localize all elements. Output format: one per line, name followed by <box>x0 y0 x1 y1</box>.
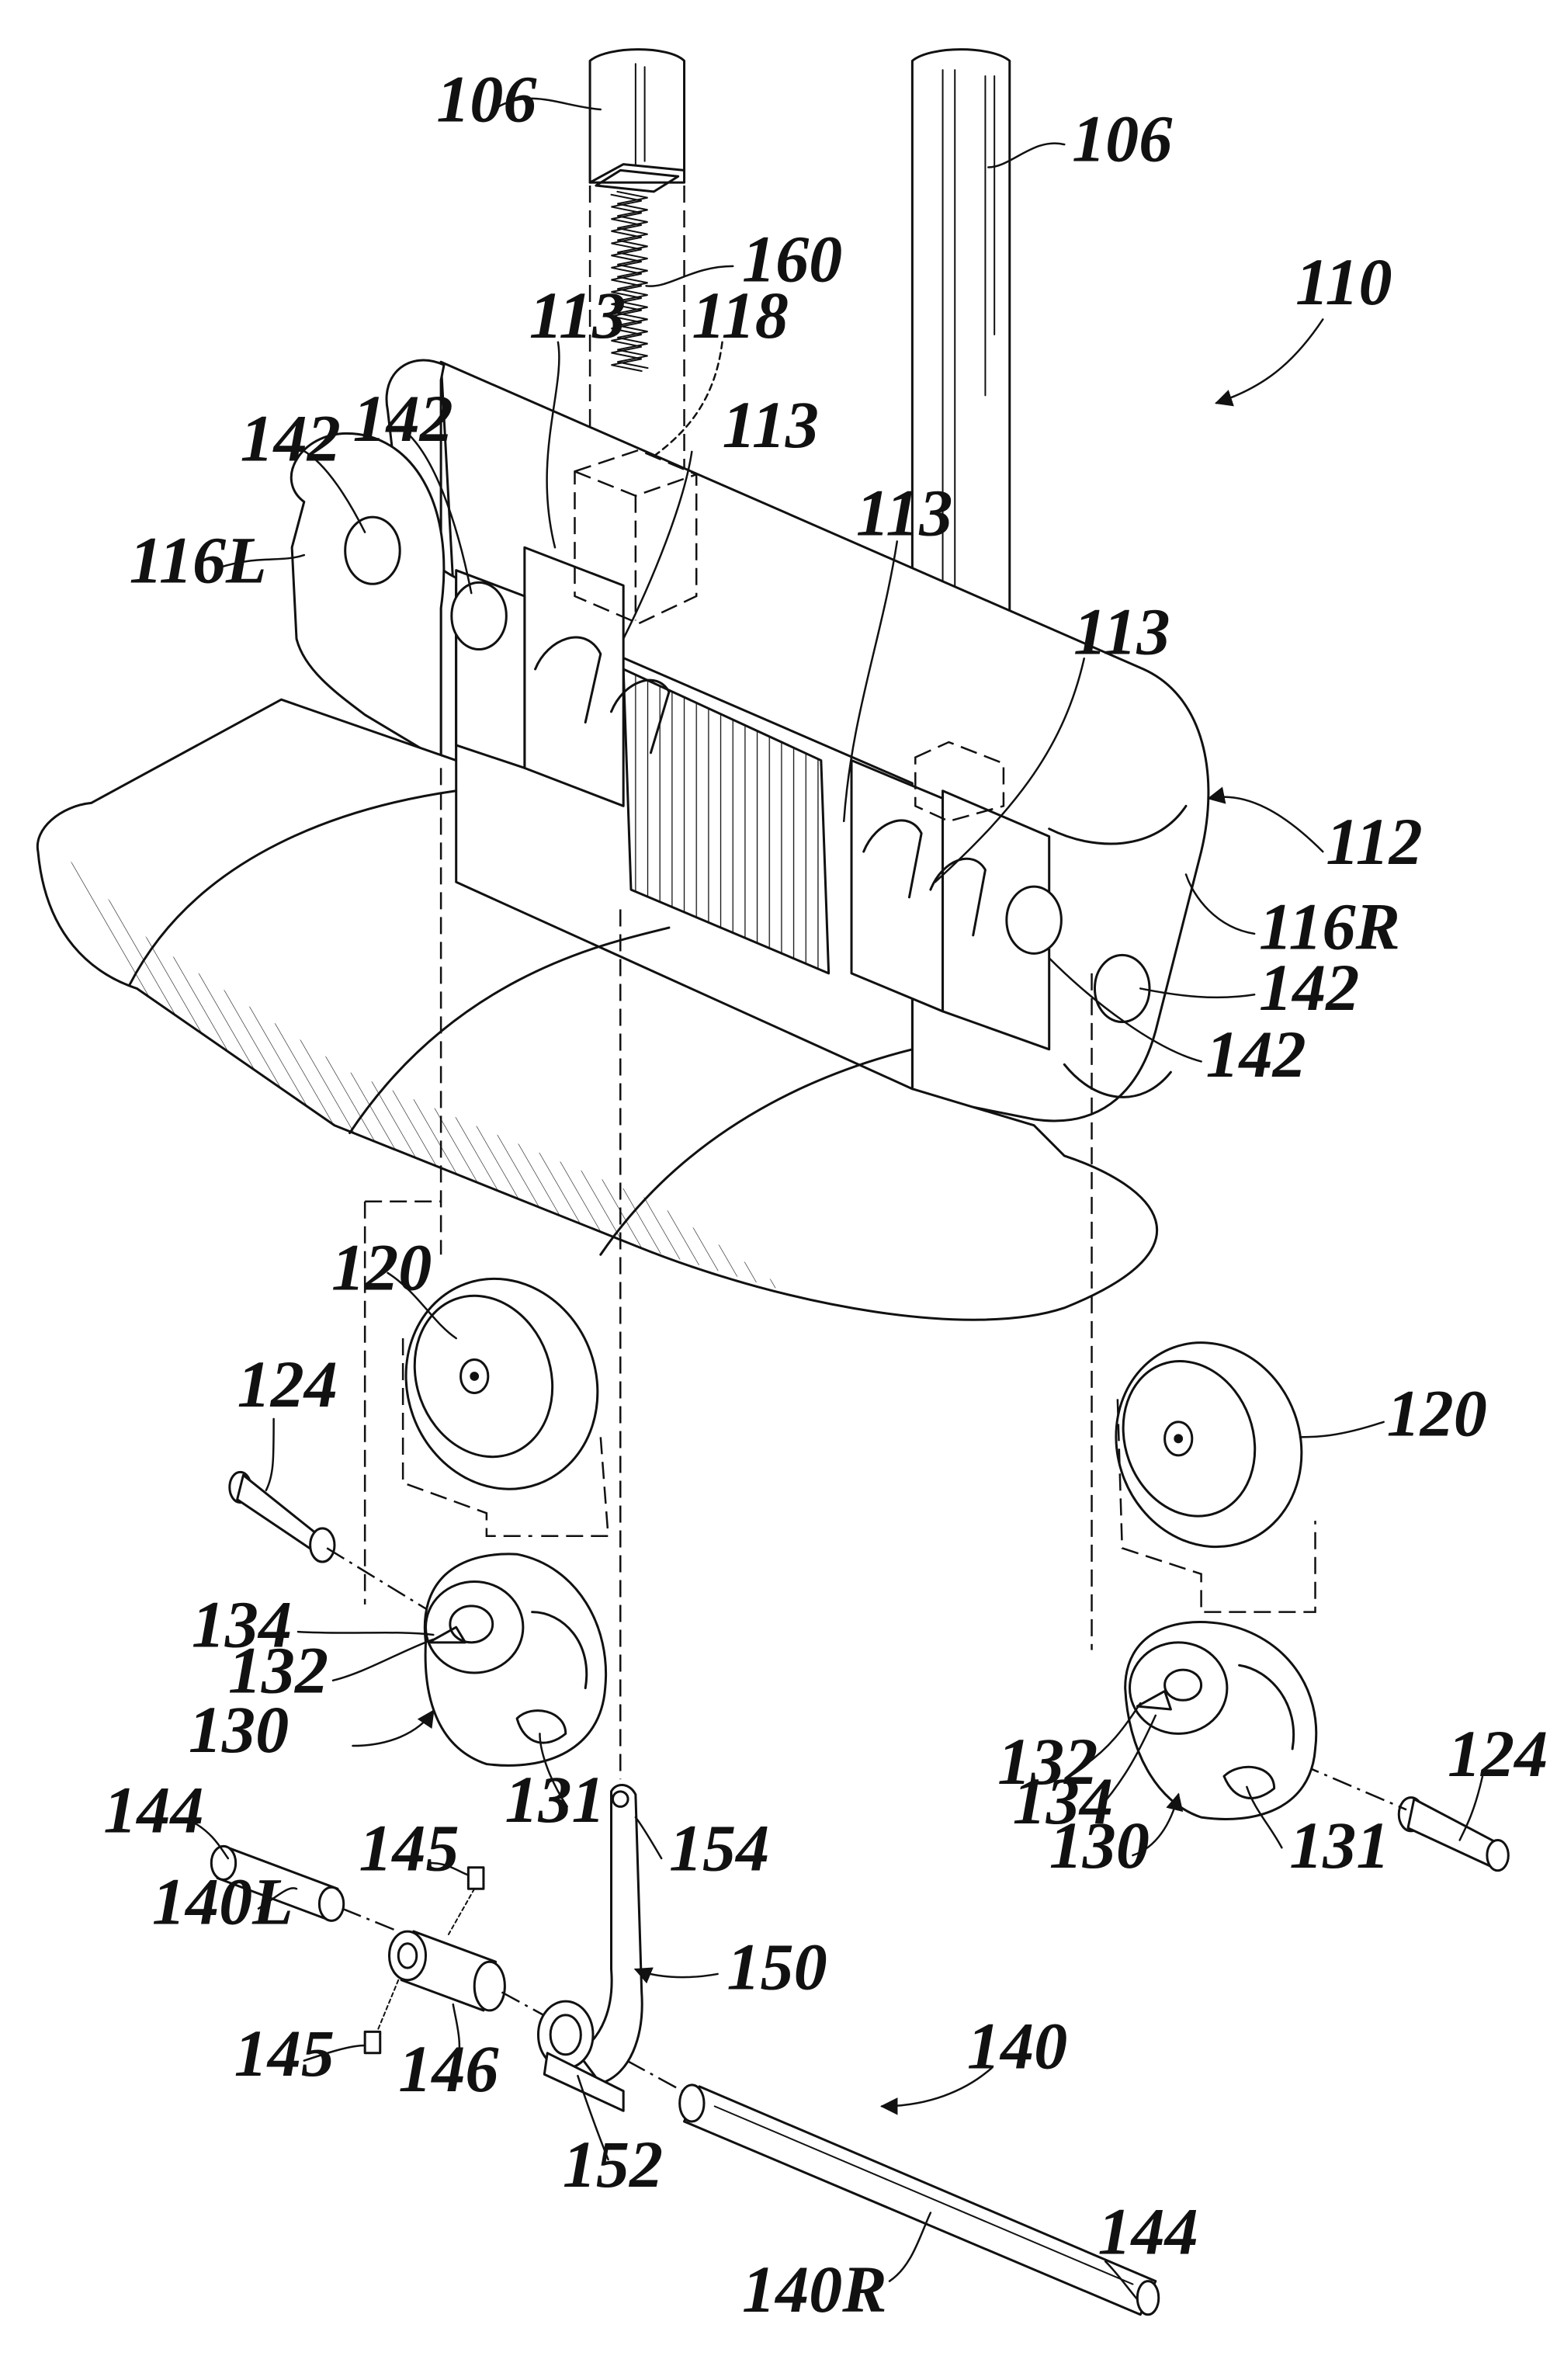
ref-106-right: 106 <box>1072 102 1173 176</box>
ref-145-bottom: 145 <box>234 2016 335 2090</box>
ref-146: 146 <box>398 2031 499 2106</box>
ref-144-right: 144 <box>1098 2194 1198 2268</box>
set-screw-145-bottom <box>365 2031 380 2052</box>
ref-142-c: 142 <box>1259 950 1359 1025</box>
ref-142-b: 142 <box>352 381 453 456</box>
collar-146 <box>390 1931 505 2011</box>
ref-113-d: 113 <box>1073 594 1170 668</box>
ref-140L: 140L <box>152 1864 293 1938</box>
ref-120-left: 120 <box>331 1230 432 1304</box>
axle-pin-left <box>230 1472 335 1562</box>
ref-118: 118 <box>692 278 789 352</box>
ref-112: 112 <box>1326 804 1423 879</box>
ref-140: 140 <box>967 2008 1067 2083</box>
ref-130-left: 130 <box>189 1692 289 1767</box>
arrow-150 <box>636 1969 718 1977</box>
upright-tube-right <box>912 50 1009 647</box>
ref-113-c: 113 <box>856 476 953 550</box>
ref-152: 152 <box>563 2127 663 2201</box>
ref-150: 150 <box>726 1930 827 2004</box>
arrow-112 <box>1208 797 1323 852</box>
ref-113-a: 113 <box>529 278 626 352</box>
axle-pin-right <box>1399 1798 1508 1871</box>
ref-142-a: 142 <box>241 401 341 476</box>
ref-130-right: 130 <box>1049 1808 1150 1882</box>
set-screw-145-top <box>468 1868 484 1889</box>
wheel-right <box>1087 1317 1330 1573</box>
ref-124-left: 124 <box>238 1347 338 1421</box>
ref-154: 154 <box>669 1811 769 1886</box>
assembly-arrow-110 <box>1216 319 1323 403</box>
ref-131-right: 131 <box>1289 1808 1389 1882</box>
ref-144-left: 144 <box>103 1773 203 1847</box>
arrow-130-left <box>352 1711 433 1746</box>
ref-142-d: 142 <box>1205 1017 1306 1091</box>
ref-145-top: 145 <box>359 1811 459 1886</box>
caster-body-left <box>425 1554 605 1765</box>
ref-124-right: 124 <box>1448 1716 1548 1791</box>
ref-120-right: 120 <box>1387 1376 1487 1450</box>
ref-116L: 116L <box>130 522 267 597</box>
housing-body <box>37 360 1208 1320</box>
upright-tube-left <box>590 50 684 192</box>
ref-131-left: 131 <box>505 1762 605 1837</box>
ref-140R: 140R <box>742 2252 887 2326</box>
ref-110: 110 <box>1295 245 1392 319</box>
ref-106-left: 106 <box>436 62 537 137</box>
ref-113-b: 113 <box>723 387 820 462</box>
